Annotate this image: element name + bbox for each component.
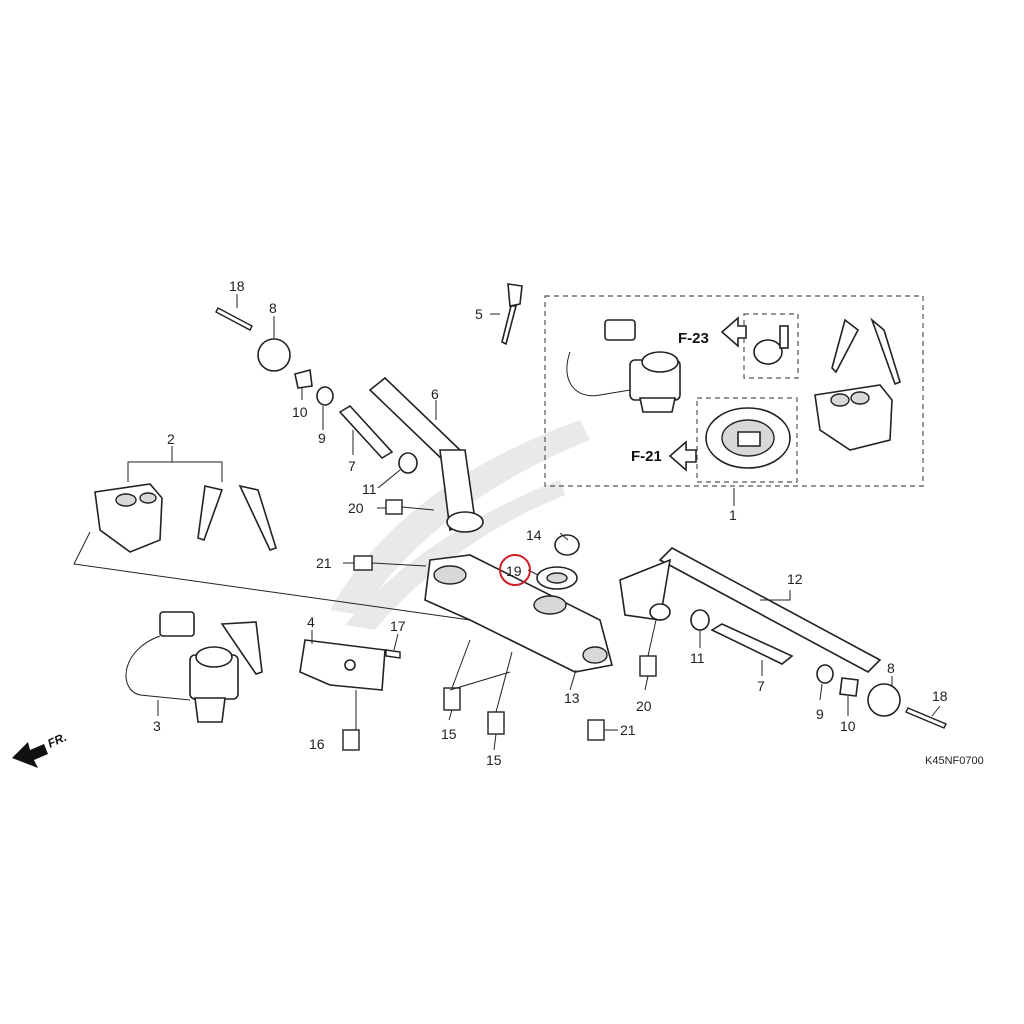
callout-4: 4 (307, 614, 315, 630)
callout-18-right: 18 (932, 688, 948, 704)
top-bridge (424, 554, 613, 673)
handle-lock-switch (94, 483, 277, 553)
callout-8-left: 8 (269, 300, 277, 316)
wiring-bracket (299, 639, 386, 691)
callout-3: 3 (153, 718, 161, 734)
callout-20-right: 20 (636, 698, 652, 714)
callout-7-right: 7 (757, 678, 765, 694)
callout-16: 16 (309, 736, 325, 752)
hardware (215, 307, 947, 751)
lock-cylinder-subbox (743, 313, 799, 379)
ref-arrow-f21 (668, 440, 697, 472)
seat-lock-cover (814, 384, 893, 451)
ignition-switch (125, 611, 263, 723)
callout-9-right: 9 (816, 706, 824, 722)
callout-labels: 1 2 3 4 5 6 7 7 8 8 9 9 10 10 11 11 12 1… (153, 278, 948, 768)
kit-group-box (544, 295, 924, 487)
callout-15-right: 15 (486, 752, 502, 768)
leader-lines (73, 294, 941, 751)
callout-12: 12 (787, 571, 803, 587)
callout-11-left: 11 (362, 481, 377, 497)
front-marker-label: FR. (45, 730, 68, 751)
callout-6: 6 (431, 386, 439, 402)
callout-7-left: 7 (348, 458, 356, 474)
lock-cylinder (753, 325, 789, 365)
callout-13: 13 (564, 690, 580, 706)
callout-17: 17 (390, 618, 406, 634)
callout-21-left: 21 (316, 555, 332, 571)
callout-10-right: 10 (840, 718, 856, 734)
highlight-ring (499, 554, 531, 586)
key-blank (501, 283, 523, 346)
callout-15-left: 15 (441, 726, 457, 742)
callout-8-right: 8 (887, 660, 895, 676)
fuel-tank-cap (705, 407, 791, 469)
callout-19: 19 (506, 563, 522, 579)
callout-5: 5 (475, 306, 483, 322)
callout-20-left: 20 (348, 500, 364, 516)
callout-14: 14 (526, 527, 542, 543)
reference-f21: F-21 (631, 448, 662, 465)
front-arrow-icon (12, 742, 48, 768)
ref-arrow-f23 (720, 316, 747, 348)
callout-11-right: 11 (690, 650, 705, 666)
fuel-cap-subbox (696, 397, 798, 483)
reference-f23: F-23 (678, 330, 709, 347)
key-pair-kit (831, 317, 901, 386)
callout-9-left: 9 (318, 430, 326, 446)
diagram-code: K45NF0700 (925, 755, 984, 767)
callout-21-right: 21 (620, 722, 636, 738)
callout-2: 2 (167, 431, 175, 447)
left-handlebar (368, 376, 484, 533)
callout-10-left: 10 (292, 404, 308, 420)
ignition-switch-kit (566, 319, 681, 413)
watermark-logo (330, 420, 590, 630)
callout-18-left: 18 (229, 278, 245, 294)
callout-1: 1 (729, 507, 737, 523)
right-handlebar (619, 547, 882, 673)
